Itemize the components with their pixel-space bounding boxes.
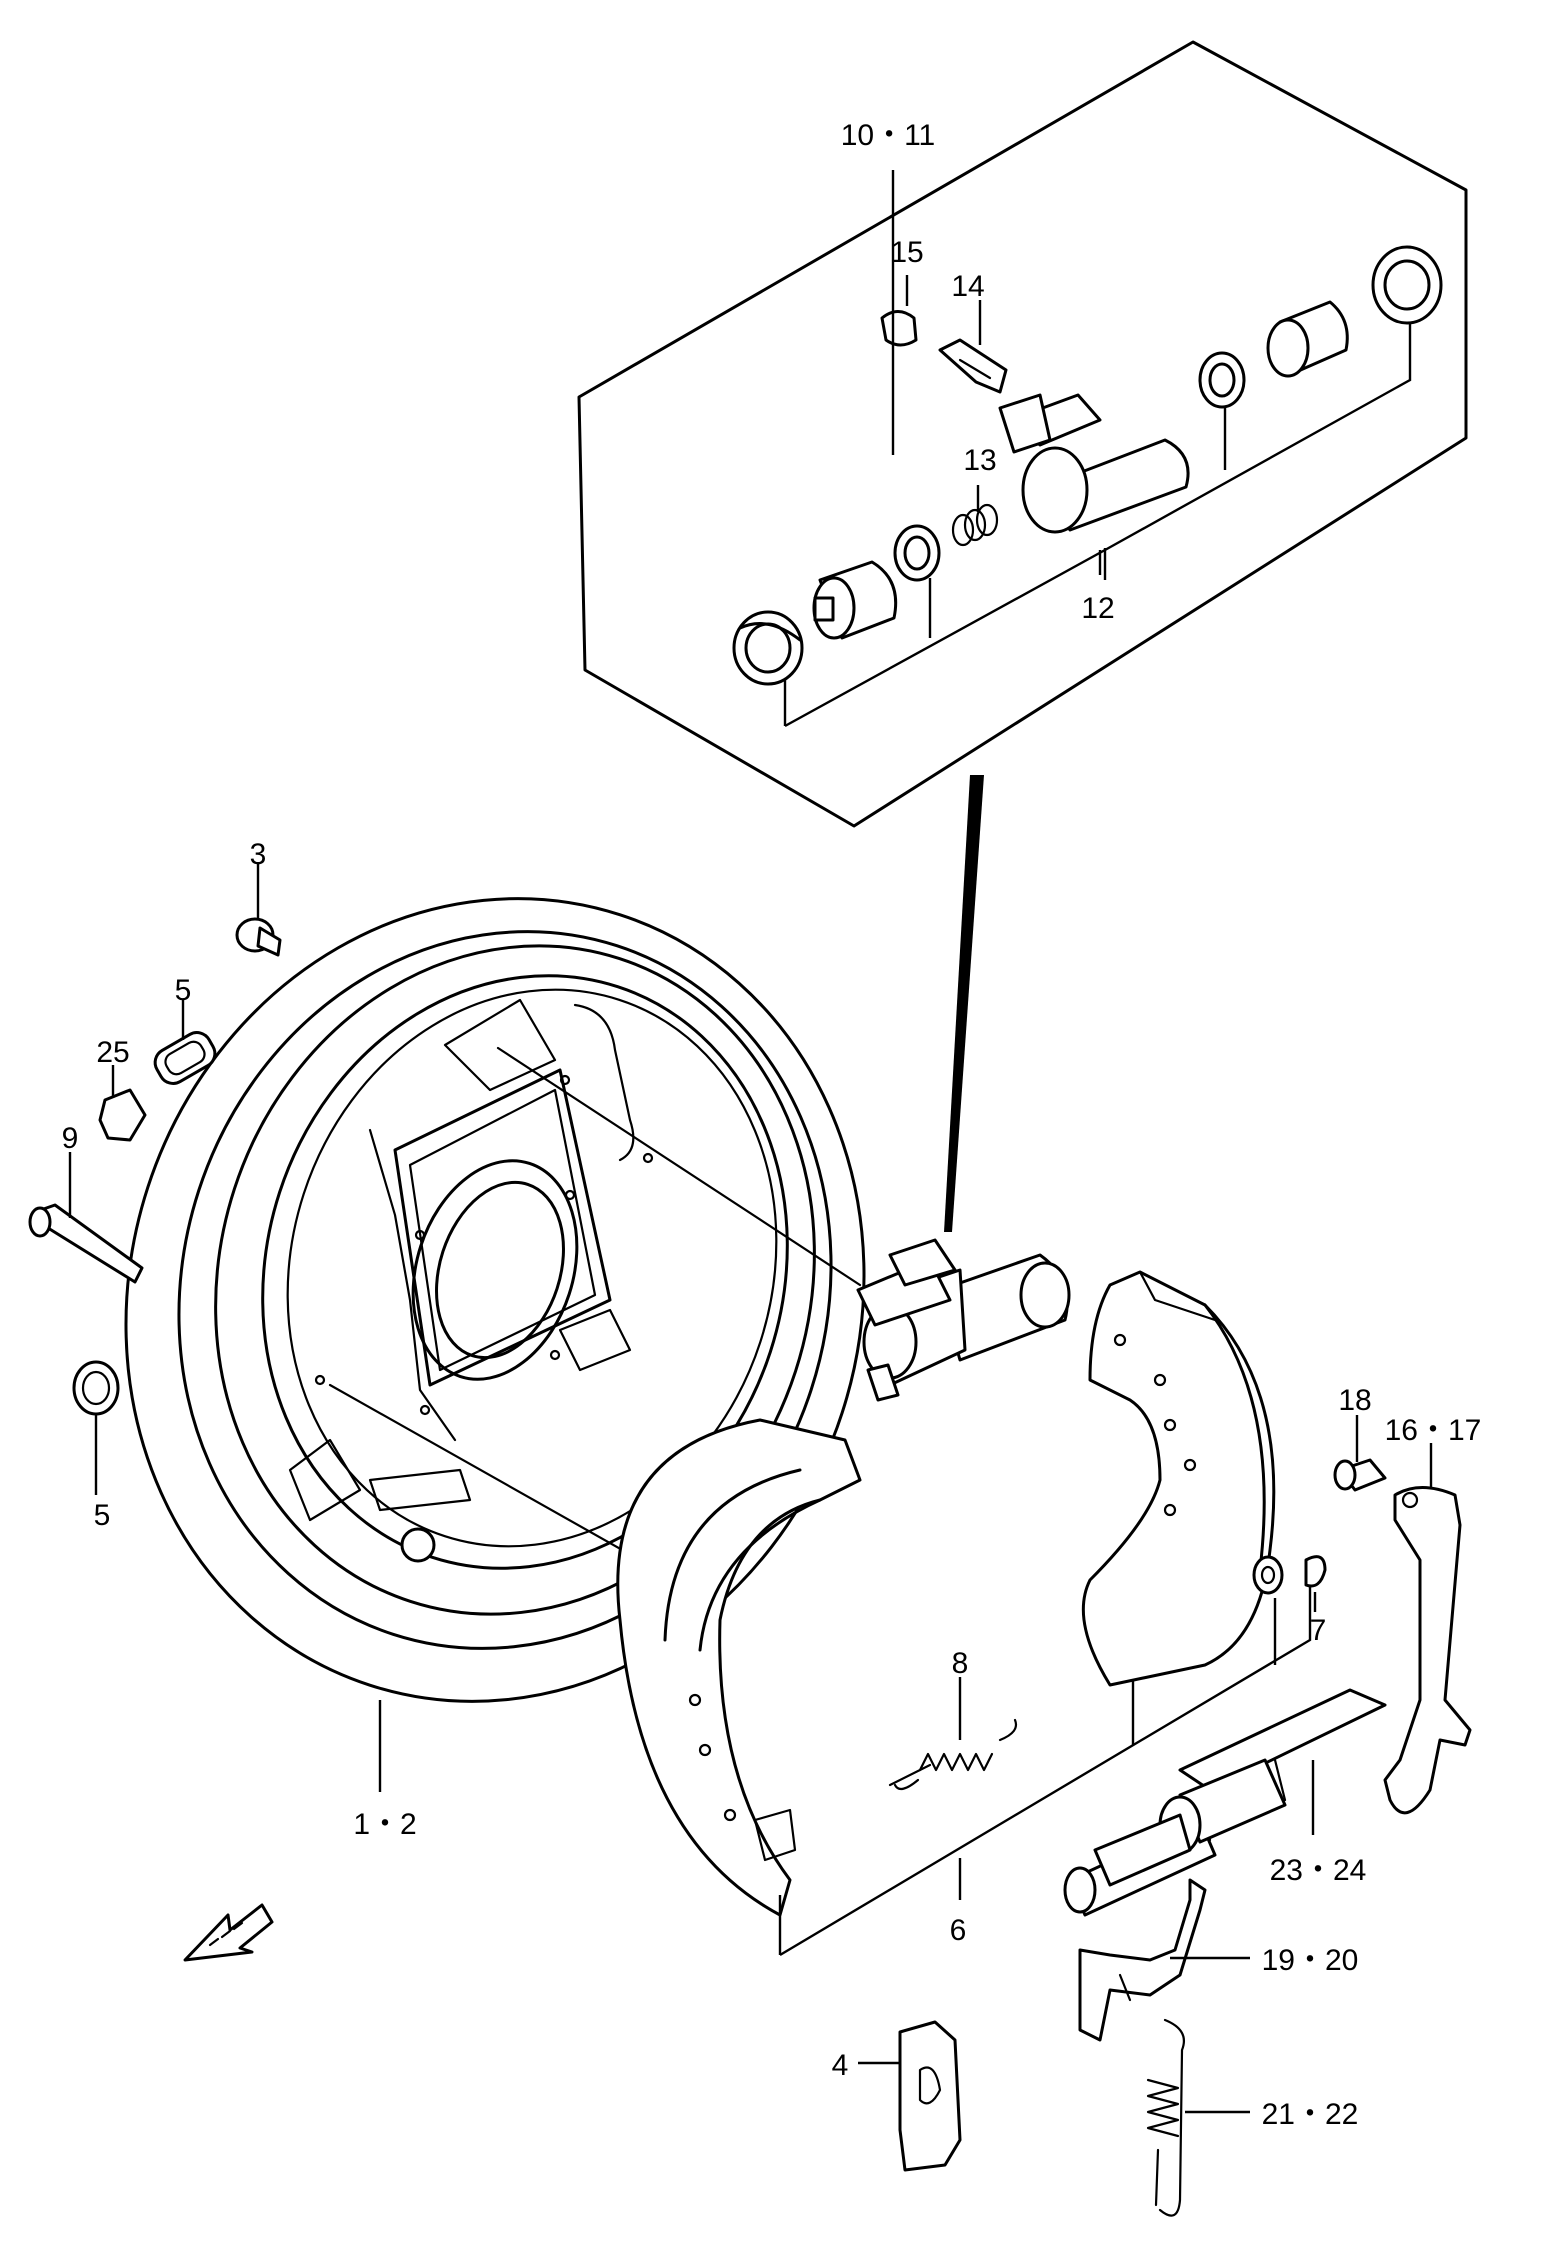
clip-4 bbox=[858, 2020, 962, 2172]
callout-15: 15 bbox=[890, 236, 923, 269]
callout-7: 7 bbox=[1310, 1614, 1327, 1647]
callout-21-22: 21・22 bbox=[1262, 2098, 1359, 2131]
wheel-cylinder-assembled bbox=[856, 1238, 1071, 1402]
pin-18 bbox=[1333, 1415, 1387, 1492]
callout-labels: 10・11 15 14 13 12 3 5 25 9 5 1・2 18 16・1… bbox=[62, 119, 1482, 2131]
callout-16-17: 16・17 bbox=[1385, 1414, 1482, 1447]
callout-6: 6 bbox=[950, 1914, 967, 1947]
cylinder-piston-left bbox=[812, 560, 898, 640]
return-spring-8 bbox=[888, 1677, 1018, 1791]
wheel-cylinder-inset bbox=[577, 40, 1468, 1232]
callout-3: 3 bbox=[250, 838, 267, 871]
parking-lever-16-17 bbox=[1383, 1443, 1472, 1815]
callout-1-2: 1・2 bbox=[353, 1808, 416, 1841]
cylinder-spring-13 bbox=[951, 503, 999, 547]
cylinder-piston-right bbox=[1266, 300, 1349, 378]
brake-shoe-right-6 bbox=[1081, 1270, 1276, 1687]
washer-7 bbox=[1252, 1555, 1327, 1665]
cylinder-boot-right bbox=[1371, 245, 1443, 325]
return-spring-21-22 bbox=[1146, 2018, 1250, 2217]
callout-5-bottom: 5 bbox=[94, 1499, 111, 1532]
callout-18: 18 bbox=[1338, 1384, 1371, 1417]
cylinder-cup-right bbox=[1198, 351, 1246, 409]
inset-connector-line bbox=[944, 775, 984, 1232]
cylinder-cup-left bbox=[893, 524, 941, 582]
brake-shoe-left-6 bbox=[616, 1418, 862, 1917]
strut-19-20 bbox=[1078, 1878, 1250, 2042]
brake-drum-backing-plate bbox=[124, 897, 866, 1792]
callout-4: 4 bbox=[832, 2049, 849, 2082]
plug-5-bottom bbox=[72, 1360, 120, 1495]
callout-8: 8 bbox=[952, 1647, 969, 1680]
bleeder-screw-14 bbox=[938, 338, 1008, 394]
callout-10-11: 10・11 bbox=[841, 119, 936, 152]
bolt-3 bbox=[235, 862, 282, 957]
wheel-cylinder-body-12 bbox=[998, 393, 1190, 534]
callout-13: 13 bbox=[963, 444, 996, 477]
callout-25: 25 bbox=[96, 1036, 129, 1069]
callout-14: 14 bbox=[951, 270, 984, 303]
nut-25 bbox=[98, 1065, 147, 1142]
plug-5-top bbox=[153, 1000, 217, 1085]
cylinder-boot-left bbox=[732, 610, 804, 686]
front-direction-arrow-icon bbox=[183, 1903, 274, 1962]
callout-19-20: 19・20 bbox=[1262, 1944, 1359, 1977]
pin-9 bbox=[28, 1152, 144, 1284]
bleeder-cap-15 bbox=[880, 310, 918, 347]
callout-9: 9 bbox=[62, 1122, 79, 1155]
adjuster-23-24 bbox=[1063, 1688, 1387, 1917]
callout-12: 12 bbox=[1081, 592, 1114, 625]
callout-23-24: 23・24 bbox=[1270, 1854, 1367, 1887]
callout-5-top: 5 bbox=[175, 974, 192, 1007]
alignment-lines bbox=[328, 1046, 862, 1562]
